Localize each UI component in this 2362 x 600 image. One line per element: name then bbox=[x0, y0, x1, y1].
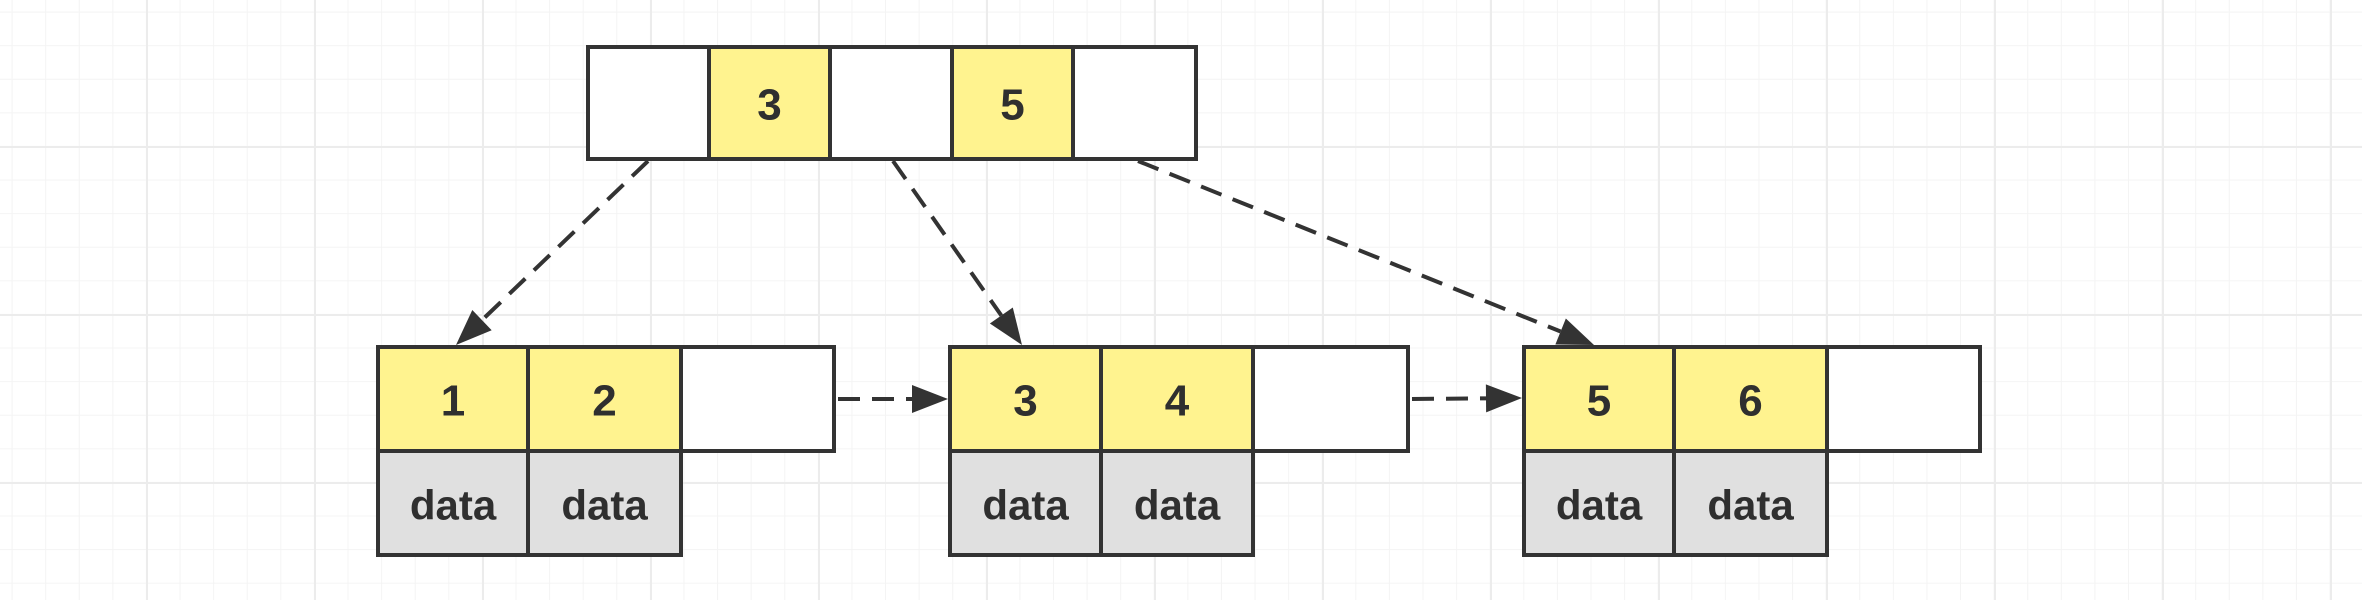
edge-root-to-leaf-3 bbox=[1137, 159, 1594, 345]
leaf-key-4-label: 4 bbox=[1165, 377, 1190, 426]
leaf-3-data-2: data bbox=[1672, 449, 1829, 557]
leaf-2-data-2-label: data bbox=[1134, 482, 1221, 529]
edge-leaf-1-to-leaf-2 bbox=[838, 385, 948, 413]
leaf-2-data-1-label: data bbox=[982, 482, 1069, 529]
edge-root-to-leaf-1-arrowhead-icon bbox=[456, 309, 492, 345]
root-key-5: 5 bbox=[950, 45, 1075, 161]
leaf-node-2: 3 4 data data bbox=[948, 345, 1410, 557]
leaf-key-3-label: 3 bbox=[1013, 377, 1037, 426]
leaf-3-next-pointer-box bbox=[1825, 345, 1982, 453]
leaf-3-data-1-label: data bbox=[1556, 482, 1643, 529]
leaf-node-1: 1 2 data data bbox=[376, 345, 836, 557]
root-pointer-0 bbox=[586, 45, 711, 161]
leaf-2-data-1-box bbox=[948, 449, 1103, 557]
leaf-3-data-1-box bbox=[1522, 449, 1676, 557]
leaf-1-next-pointer-box bbox=[679, 345, 836, 453]
edge-leaf-1-to-leaf-2-arrowhead-icon bbox=[912, 385, 948, 413]
leaf-key-2-label: 2 bbox=[592, 377, 616, 426]
leaf-2-next-pointer-box bbox=[1251, 345, 1410, 453]
leaf-key-1-label: 1 bbox=[441, 377, 465, 426]
leaf-key-5-box bbox=[1522, 345, 1676, 453]
leaf-key-5: 5 bbox=[1522, 345, 1676, 453]
root-pointer-2 bbox=[828, 45, 954, 161]
edge-root-to-leaf-2-line bbox=[891, 159, 1003, 317]
edge-root-to-leaf-2-arrowhead-icon bbox=[989, 307, 1022, 345]
edge-leaf-2-to-leaf-3-line bbox=[1411, 396, 1487, 401]
root-key-5-label: 5 bbox=[1000, 81, 1024, 130]
edge-root-to-leaf-2 bbox=[891, 159, 1022, 345]
root-key-3: 3 bbox=[707, 45, 832, 161]
leaf-2-data-1: data bbox=[948, 449, 1103, 557]
leaf-1-data-1-label: data bbox=[410, 482, 497, 529]
root-key-3-box bbox=[707, 45, 832, 161]
root-pointer-4-box bbox=[1071, 45, 1198, 161]
edge-root-to-leaf-1-line bbox=[480, 159, 650, 322]
leaf-1-data-1-box bbox=[376, 449, 530, 557]
leaf-key-5-label: 5 bbox=[1587, 377, 1611, 426]
leaf-2-next-pointer bbox=[1251, 345, 1410, 453]
root-key-5-box bbox=[950, 45, 1075, 161]
leaf-1-data-2-label: data bbox=[561, 482, 648, 529]
leaf-1-data-2: data bbox=[526, 449, 683, 557]
leaf-key-6-label: 6 bbox=[1738, 377, 1762, 426]
leaf-1-data-2-box bbox=[526, 449, 683, 557]
root-pointer-0-box bbox=[586, 45, 711, 161]
edge-root-to-leaf-1 bbox=[456, 159, 650, 345]
root-key-3-label: 3 bbox=[757, 81, 781, 130]
leaf-key-3: 3 bbox=[948, 345, 1103, 453]
leaf-1-next-pointer bbox=[679, 345, 836, 453]
leaf-2-data-2: data bbox=[1099, 449, 1255, 557]
edge-leaf-2-to-leaf-3 bbox=[1411, 384, 1522, 413]
root-pointer-2-box bbox=[828, 45, 954, 161]
root-pointer-4 bbox=[1071, 45, 1198, 161]
leaf-node-3: 5 6 data data bbox=[1522, 345, 1982, 557]
edge-root-to-leaf-3-line bbox=[1137, 159, 1562, 334]
leaf-3-data-2-box bbox=[1672, 449, 1829, 557]
edge-leaf-2-to-leaf-3-arrowhead-icon bbox=[1485, 384, 1522, 413]
leaf-1-data-1: data bbox=[376, 449, 530, 557]
edges-layer bbox=[456, 159, 1594, 413]
leaf-key-4: 4 bbox=[1099, 345, 1255, 453]
leaf-key-6: 6 bbox=[1672, 345, 1829, 453]
leaf-3-next-pointer bbox=[1825, 345, 1982, 453]
leaf-2-data-2-box bbox=[1099, 449, 1255, 557]
edge-root-to-leaf-3-arrowhead-icon bbox=[1555, 318, 1594, 345]
leaf-key-1: 1 bbox=[376, 345, 530, 453]
leaf-3-data-2-label: data bbox=[1707, 482, 1794, 529]
leaf-key-2: 2 bbox=[526, 345, 683, 453]
leaf-3-data-1: data bbox=[1522, 449, 1676, 557]
